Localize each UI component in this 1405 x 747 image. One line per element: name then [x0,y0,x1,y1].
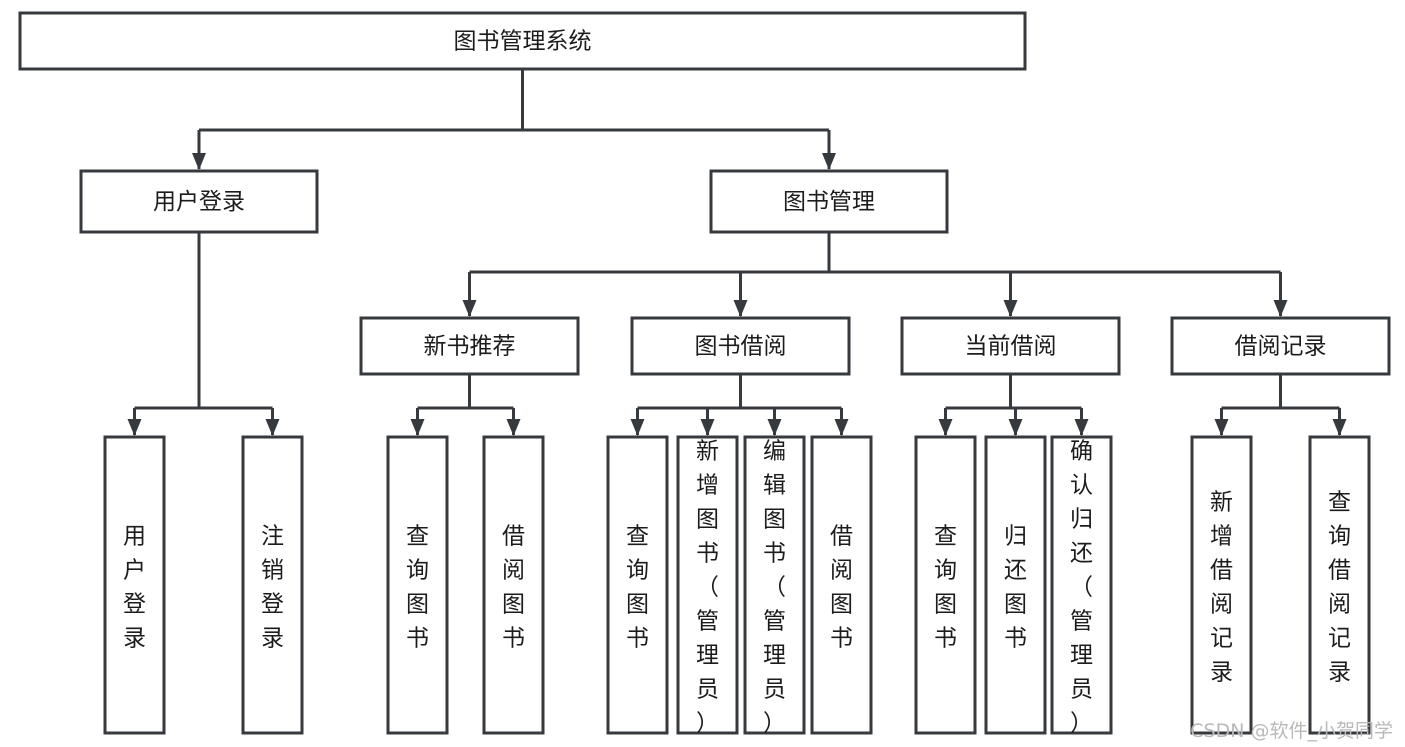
arrow-head-icon [767,419,782,436]
node-leaf-confirm-return[interactable]: 确认归还（管理员） [1050,435,1113,737]
node-leaf-query-book-1[interactable]: 查询图书 [386,435,449,735]
arrow-head-icon [1332,419,1347,436]
node-leaf-user-logout[interactable]: 注销登录 [241,435,304,735]
arrow-head-icon [822,153,836,170]
node-leaf-add-record[interactable]: 新增借阅记录 [1190,435,1253,735]
node-label-leaf-query-book-3: 查询图书 [934,524,957,652]
arrow-head-icon [700,419,715,436]
node-book-manage[interactable]: 图书管理 [709,169,949,234]
node-leaf-query-book-3[interactable]: 查询图书 [914,435,977,735]
node-label-book-manage: 图书管理 [783,189,875,215]
node-leaf-add-book[interactable]: 新增图书（管理员） [676,435,739,737]
arrow-head-icon [265,419,280,436]
node-leaf-return-book[interactable]: 归还图书 [984,435,1047,735]
node-box-book-borrow[interactable] [630,316,851,376]
node-new-book-rec[interactable]: 新书推荐 [359,316,580,376]
node-label-leaf-borrow-book-2: 借阅图书 [830,524,853,652]
node-label-leaf-confirm-return: 确认归还（管理员） [1070,439,1093,737]
arrow-head-icon [1003,300,1018,317]
node-box-leaf-confirm-return[interactable] [1050,435,1113,735]
arrow-head-icon [938,419,953,436]
node-box-leaf-query-book-1[interactable] [386,435,449,735]
arrow-head-icon [1273,300,1288,317]
node-label-current-borrow: 当前借阅 [965,334,1057,360]
node-label-borrow-record: 借阅记录 [1235,334,1327,360]
node-box-new-book-rec[interactable] [359,316,580,376]
node-box-leaf-add-book[interactable] [676,435,739,735]
arrow-head-icon [506,419,521,436]
node-label-leaf-add-record: 新增借阅记录 [1210,490,1233,686]
node-label-leaf-query-book-1: 查询图书 [406,524,429,652]
node-label-leaf-user-logout: 注销登录 [261,524,284,652]
node-box-leaf-borrow-book-1[interactable] [482,435,545,735]
node-box-leaf-edit-book[interactable] [743,435,806,735]
node-box-user-login[interactable] [79,169,319,234]
node-root[interactable]: 图书管理系统 [18,11,1027,71]
arrow-head-icon [1074,419,1089,436]
arrow-head-icon [410,419,425,436]
arrow-head-icon [630,419,645,436]
node-box-leaf-user-login[interactable] [103,435,166,735]
node-leaf-query-record[interactable]: 查询借阅记录 [1308,435,1371,735]
node-borrow-record[interactable]: 借阅记录 [1170,316,1391,376]
node-label-leaf-add-book: 新增图书（管理员） [696,439,719,737]
node-box-book-manage[interactable] [709,169,949,234]
node-box-borrow-record[interactable] [1170,316,1391,376]
node-leaf-borrow-book-1[interactable]: 借阅图书 [482,435,545,735]
node-label-leaf-borrow-book-1: 借阅图书 [502,524,525,652]
node-label-leaf-return-book: 归还图书 [1004,524,1027,652]
node-box-leaf-query-book-3[interactable] [914,435,977,735]
node-box-leaf-borrow-book-2[interactable] [810,435,873,735]
node-label-leaf-query-book-2: 查询图书 [626,524,649,652]
node-box-leaf-return-book[interactable] [984,435,1047,735]
arrow-head-icon [462,300,477,317]
node-leaf-edit-book[interactable]: 编辑图书（管理员） [743,435,806,737]
node-label-user-login: 用户登录 [153,189,245,215]
node-label-leaf-query-record: 查询借阅记录 [1328,490,1351,686]
arrow-head-icon [834,419,849,436]
node-box-leaf-user-logout[interactable] [241,435,304,735]
arrow-head-icon [127,419,142,436]
arrow-head-icon [192,153,206,170]
node-box-leaf-query-record[interactable] [1308,435,1371,735]
node-label-book-borrow: 图书借阅 [695,334,787,360]
node-box-root[interactable] [18,11,1027,71]
node-leaf-user-login[interactable]: 用户登录 [103,435,166,735]
node-current-borrow[interactable]: 当前借阅 [900,316,1121,376]
node-leaf-query-book-2[interactable]: 查询图书 [606,435,669,735]
node-box-leaf-add-record[interactable] [1190,435,1253,735]
node-label-new-book-rec: 新书推荐 [424,334,516,360]
node-label-root: 图书管理系统 [454,29,592,55]
node-label-leaf-user-login: 用户登录 [123,524,146,652]
node-box-current-borrow[interactable] [900,316,1121,376]
arrow-head-icon [1008,419,1023,436]
arrow-head-icon [1214,419,1229,436]
node-leaf-borrow-book-2[interactable]: 借阅图书 [810,435,873,735]
node-book-borrow[interactable]: 图书借阅 [630,316,851,376]
node-box-leaf-query-book-2[interactable] [606,435,669,735]
node-label-leaf-edit-book: 编辑图书（管理员） [763,439,786,737]
node-user-login[interactable]: 用户登录 [79,169,319,234]
arrow-head-icon [733,300,748,317]
